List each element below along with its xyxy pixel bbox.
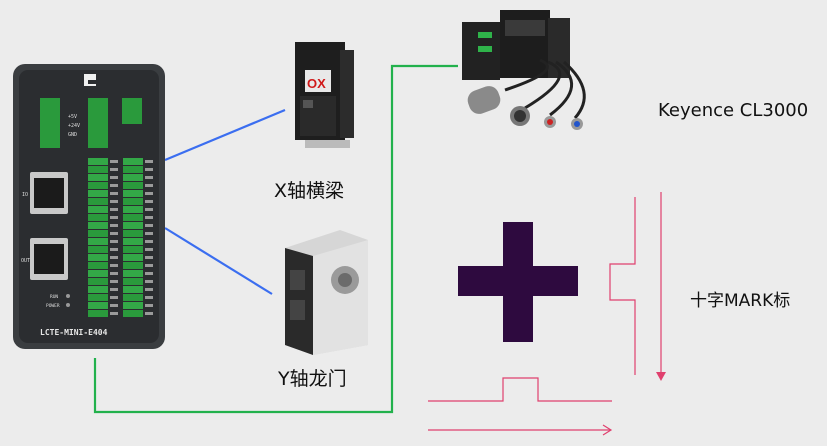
- mark-label: 十字MARK标: [690, 291, 791, 311]
- wire-y-axis: [164, 227, 273, 295]
- cross-mark-icon: [458, 222, 578, 342]
- svg-text:IO: IO: [22, 192, 28, 198]
- svg-text:OX: OX: [307, 76, 326, 91]
- svg-text:GND: GND: [68, 132, 77, 138]
- keyence-label: Keyence CL3000: [658, 100, 809, 121]
- y-axis-label: Y轴龙门: [278, 368, 347, 390]
- wire-x-axis: [164, 108, 286, 162]
- wire-keyence: [93, 64, 458, 414]
- svg-text:POWER: POWER: [46, 303, 60, 309]
- signal-lines: [428, 192, 666, 436]
- svg-text:+24V: +24V: [68, 123, 80, 129]
- svg-text:RUN: RUN: [50, 294, 58, 300]
- svg-text:LCTE-MINI-E404: LCTE-MINI-E404: [40, 328, 108, 337]
- x-axis-label: X轴横梁: [274, 180, 345, 202]
- svg-text:OUT: OUT: [21, 258, 30, 264]
- svg-text:+5V: +5V: [68, 114, 77, 120]
